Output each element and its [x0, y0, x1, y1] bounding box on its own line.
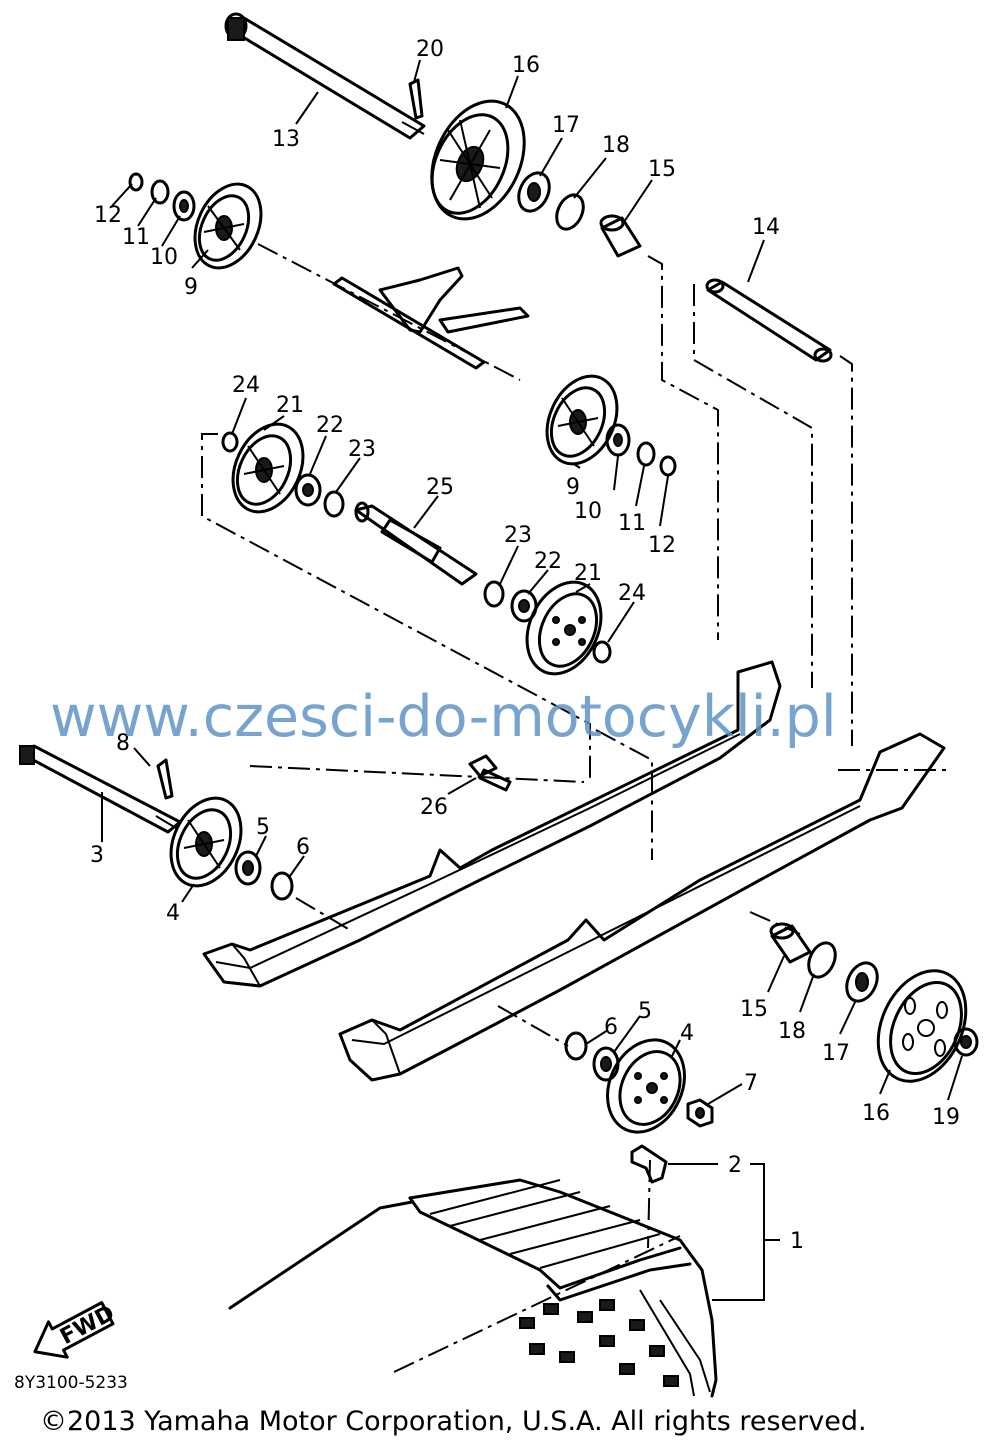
callout-12: 12 — [94, 203, 122, 228]
bolt-26 — [468, 754, 512, 792]
callout-13: 13 — [272, 127, 300, 152]
cotter-pin-8 — [156, 758, 174, 800]
callout-8: 8 — [116, 731, 130, 756]
rear-axle-shaft — [224, 12, 426, 140]
callout-3: 3 — [90, 843, 104, 868]
callout-6: 6 — [296, 835, 310, 860]
collar-14 — [705, 278, 833, 363]
idler-wheel-9-upper — [193, 182, 263, 270]
callout-6: 6 — [604, 1015, 618, 1040]
assembly-guide-lines — [201, 255, 946, 1249]
callout-19: 19 — [932, 1105, 960, 1130]
callout-25: 25 — [426, 475, 454, 500]
wheel-4-right — [606, 1038, 686, 1134]
circlip-18-upper — [555, 193, 585, 231]
washers-10-11-12-middle — [605, 423, 677, 477]
bearing-5-6-left — [234, 850, 294, 901]
callout-9: 9 — [184, 275, 198, 300]
callout-16: 16 — [862, 1101, 890, 1126]
callout-1: 1 — [790, 1229, 804, 1254]
callout-16: 16 — [512, 53, 540, 78]
copyright: ©2013 Yamaha Motor Corporation, U.S.A. A… — [40, 1406, 867, 1437]
wheel-21-right — [525, 580, 603, 676]
callout-11: 11 — [618, 511, 646, 536]
nut-19 — [953, 1027, 979, 1057]
callout-2: 2 — [728, 1153, 742, 1178]
nut-7 — [686, 1098, 714, 1128]
callout-21: 21 — [574, 561, 602, 586]
leader-lines — [101, 59, 963, 1301]
callout-24: 24 — [618, 581, 646, 606]
bearing-17-upper — [517, 171, 551, 213]
callout-14: 14 — [752, 215, 780, 240]
bearing-22-23-24-right — [483, 580, 612, 664]
callout-18: 18 — [778, 1019, 806, 1044]
callout-10: 10 — [574, 499, 602, 524]
callout-10: 10 — [150, 245, 178, 270]
callout-20: 20 — [416, 37, 444, 62]
callout-5: 5 — [638, 999, 652, 1024]
sprocket-wheel-lower — [876, 969, 968, 1083]
collar-15-lower — [769, 922, 812, 964]
callout-4: 4 — [680, 1021, 694, 1046]
callout-15: 15 — [648, 157, 676, 182]
callout-7: 7 — [744, 1071, 758, 1096]
bearing-22-23-24-left — [221, 431, 345, 518]
callout-labels: 20 16 13 17 18 15 14 12 11 10 9 24 21 22… — [90, 37, 960, 1254]
track-belt — [228, 1178, 718, 1398]
clip-2 — [630, 1144, 668, 1184]
callout-9: 9 — [566, 475, 580, 500]
slide-rail-left — [202, 660, 782, 988]
callout-22: 22 — [534, 549, 562, 574]
circlip-18-lower — [807, 941, 837, 979]
callout-26: 26 — [420, 795, 448, 820]
callout-4: 4 — [166, 901, 180, 926]
callout-15: 15 — [740, 997, 768, 1022]
callout-22: 22 — [316, 413, 344, 438]
callout-23: 23 — [504, 523, 532, 548]
callout-5: 5 — [256, 815, 270, 840]
callout-12: 12 — [648, 533, 676, 558]
collar-15-upper — [599, 214, 642, 258]
pivot-arm — [257, 243, 530, 381]
shaft-25 — [354, 501, 478, 586]
callout-18: 18 — [602, 133, 630, 158]
fwd-label: FWD — [56, 1301, 119, 1350]
callout-17: 17 — [552, 113, 580, 138]
washers-10-11-12-upper — [128, 172, 196, 222]
wheel-4-left — [169, 796, 243, 888]
bearing-17-lower — [845, 961, 879, 1003]
callout-23: 23 — [348, 437, 376, 462]
callout-24: 24 — [232, 373, 260, 398]
front-axle-shaft — [19, 744, 182, 834]
callout-21: 21 — [276, 393, 304, 418]
callout-11: 11 — [122, 225, 150, 250]
idler-wheel-9-middle — [545, 374, 619, 466]
fwd-arrow-icon: FWD — [33, 1301, 119, 1359]
watermark: www.czesci-do-motocykli.pl — [50, 684, 837, 750]
callout-17: 17 — [822, 1041, 850, 1066]
cotter-pin — [408, 78, 424, 120]
diagram-code: 8Y3100-5233 — [14, 1373, 128, 1393]
sprocket-wheel-upper — [430, 99, 526, 221]
slide-rail-right — [338, 732, 946, 1082]
